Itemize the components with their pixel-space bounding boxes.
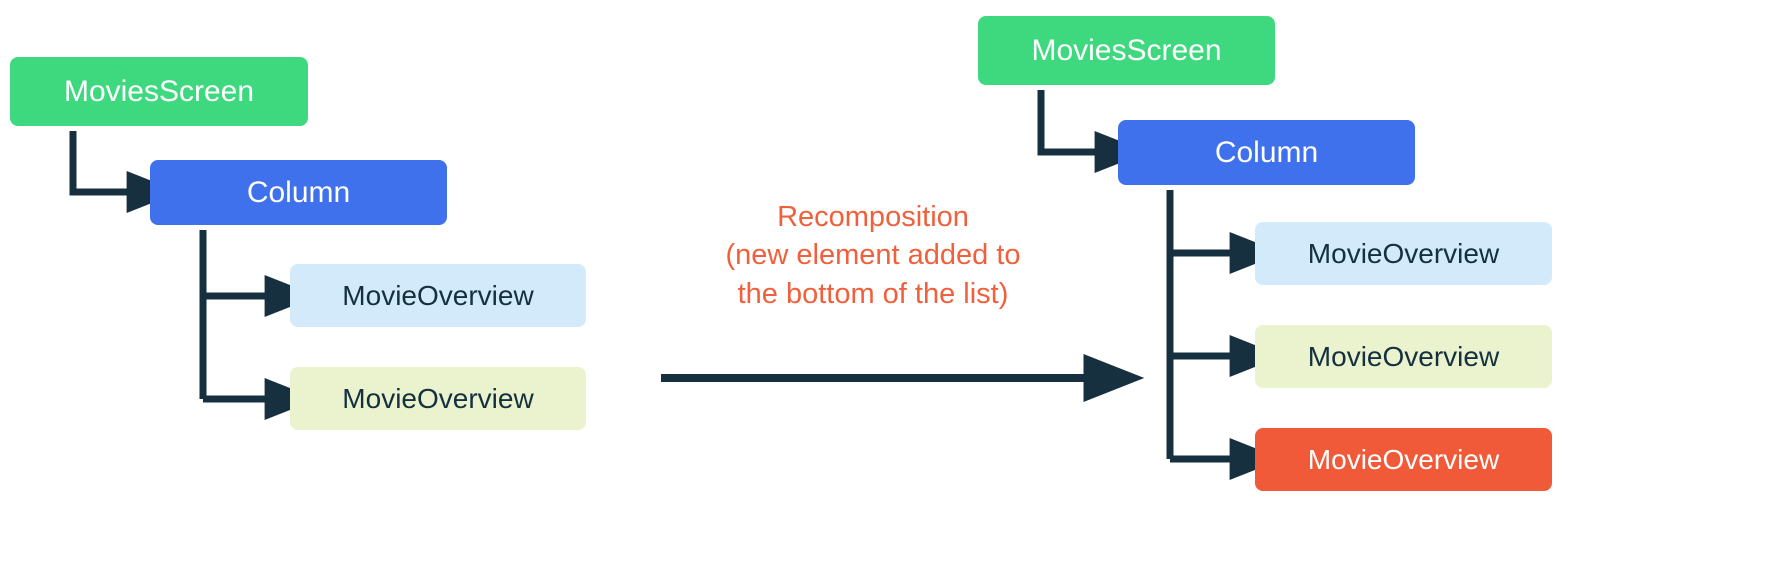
node-label: MovieOverview: [1307, 443, 1500, 475]
node-label: MovieOverview: [342, 382, 534, 414]
before-node-movie-overview-1[interactable]: MovieOverview: [290, 264, 586, 327]
before-node-movies-screen[interactable]: MoviesScreen: [10, 57, 308, 126]
node-label: Column: [246, 175, 351, 209]
before-node-column[interactable]: Column: [150, 160, 447, 225]
before-node-movie-overview-2[interactable]: MovieOverview: [290, 367, 586, 430]
connector-left-screen-to-column: [69, 131, 180, 213]
after-node-column[interactable]: Column: [1118, 120, 1415, 185]
node-label: MovieOverview: [1307, 237, 1500, 269]
transition-caption-line-1: Recomposition: [777, 201, 969, 233]
after-node-movie-overview-1[interactable]: MovieOverview: [1255, 222, 1552, 285]
after-node-movie-overview-3-new[interactable]: MovieOverview: [1255, 428, 1552, 491]
node-label: MoviesScreen: [63, 74, 255, 108]
after-node-movie-overview-2[interactable]: MovieOverview: [1255, 325, 1552, 388]
node-label: MovieOverview: [1307, 340, 1500, 372]
connector-right-column-to-overviews: [1166, 190, 1283, 480]
node-label: Column: [1214, 135, 1319, 169]
transition-caption-line-2: (new element added to: [725, 239, 1021, 272]
node-label: MovieOverview: [342, 279, 534, 311]
connector-left-column-to-overviews: [199, 230, 318, 420]
transition-caption-line-3: the bottom of the list): [737, 277, 1009, 310]
transition-caption: Recomposition (new element added to the …: [655, 198, 1091, 313]
node-label: MoviesScreen: [1031, 33, 1222, 67]
after-node-movies-screen[interactable]: MoviesScreen: [978, 16, 1275, 85]
connector-right-screen-to-column: [1037, 90, 1148, 173]
